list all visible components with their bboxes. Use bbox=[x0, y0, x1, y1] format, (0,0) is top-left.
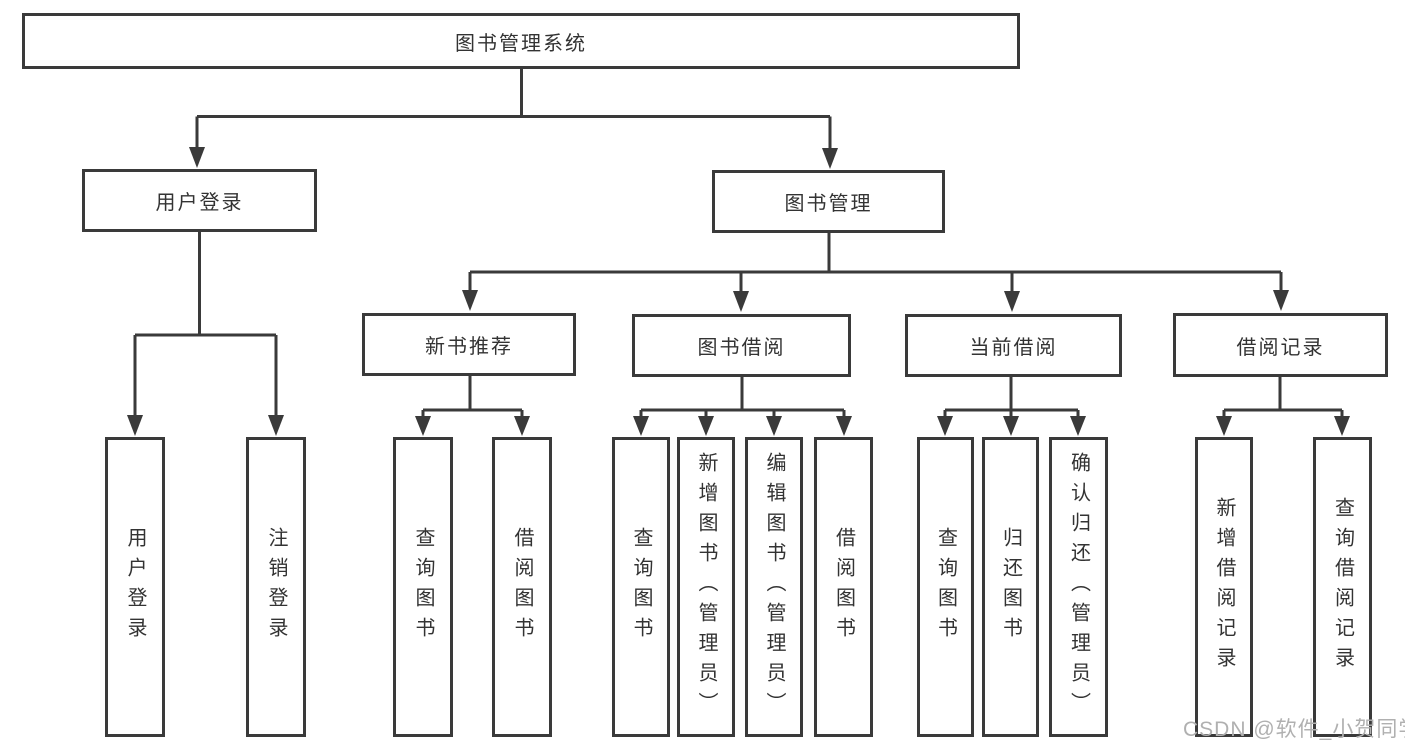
leaf-confirm-return-admin-label: 确认归还（管理员） bbox=[1067, 452, 1090, 722]
leaf-query-book-2: 查询图书 bbox=[612, 437, 670, 737]
node-current-borrow-label: 当前借阅 bbox=[969, 337, 1058, 359]
leaf-borrow-book-1: 借阅图书 bbox=[492, 437, 552, 737]
node-root-system: 图书管理系统 bbox=[22, 13, 1020, 69]
leaf-query-book-3: 查询图书 bbox=[917, 437, 974, 737]
leaf-borrow-book-2-label: 借阅图书 bbox=[832, 527, 855, 647]
leaf-edit-book-admin-label: 编辑图书（管理员） bbox=[763, 452, 785, 722]
leaf-return-book-label: 归还图书 bbox=[999, 527, 1022, 647]
node-current-borrow: 当前借阅 bbox=[905, 314, 1122, 377]
leaf-edit-book-admin: 编辑图书（管理员） bbox=[745, 437, 803, 737]
leaf-user-login-label: 用户登录 bbox=[124, 527, 146, 647]
node-book-management-label: 图书管理 bbox=[784, 193, 873, 215]
leaf-query-book-1: 查询图书 bbox=[393, 437, 453, 737]
node-book-borrow: 图书借阅 bbox=[632, 314, 851, 377]
leaf-query-borrow-record: 查询借阅记录 bbox=[1313, 437, 1372, 737]
csdn-watermark: CSDN @软件_小贺同学 bbox=[1183, 718, 1405, 741]
node-user-login: 用户登录 bbox=[82, 169, 317, 232]
leaf-logout-label: 注销登录 bbox=[265, 527, 287, 647]
node-user-login-label: 用户登录 bbox=[155, 192, 244, 214]
leaf-borrow-book-2: 借阅图书 bbox=[814, 437, 873, 737]
leaf-confirm-return-admin: 确认归还（管理员） bbox=[1049, 437, 1108, 737]
node-book-management: 图书管理 bbox=[712, 170, 945, 233]
leaf-add-book-admin-label: 新增图书（管理员） bbox=[695, 452, 717, 722]
leaf-user-login: 用户登录 bbox=[105, 437, 165, 737]
node-new-book-recommend: 新书推荐 bbox=[362, 313, 576, 376]
leaf-add-borrow-record-label: 新增借阅记录 bbox=[1213, 497, 1235, 677]
leaf-query-book-1-label: 查询图书 bbox=[412, 527, 434, 647]
node-new-book-recommend-label: 新书推荐 bbox=[425, 336, 513, 358]
leaf-query-book-3-label: 查询图书 bbox=[934, 527, 957, 647]
leaf-return-book: 归还图书 bbox=[982, 437, 1039, 737]
node-borrow-records-label: 借阅记录 bbox=[1236, 336, 1325, 359]
node-borrow-records: 借阅记录 bbox=[1173, 313, 1388, 377]
leaf-logout: 注销登录 bbox=[246, 437, 306, 737]
leaf-add-book-admin: 新增图书（管理员） bbox=[677, 437, 735, 737]
node-book-borrow-label: 图书借阅 bbox=[697, 337, 786, 359]
leaf-add-borrow-record: 新增借阅记录 bbox=[1195, 437, 1253, 737]
leaf-query-book-2-label: 查询图书 bbox=[630, 527, 652, 647]
leaf-query-borrow-record-label: 查询借阅记录 bbox=[1331, 497, 1354, 677]
node-root-system-label: 图书管理系统 bbox=[455, 32, 587, 55]
leaf-borrow-book-1-label: 借阅图书 bbox=[511, 527, 533, 647]
